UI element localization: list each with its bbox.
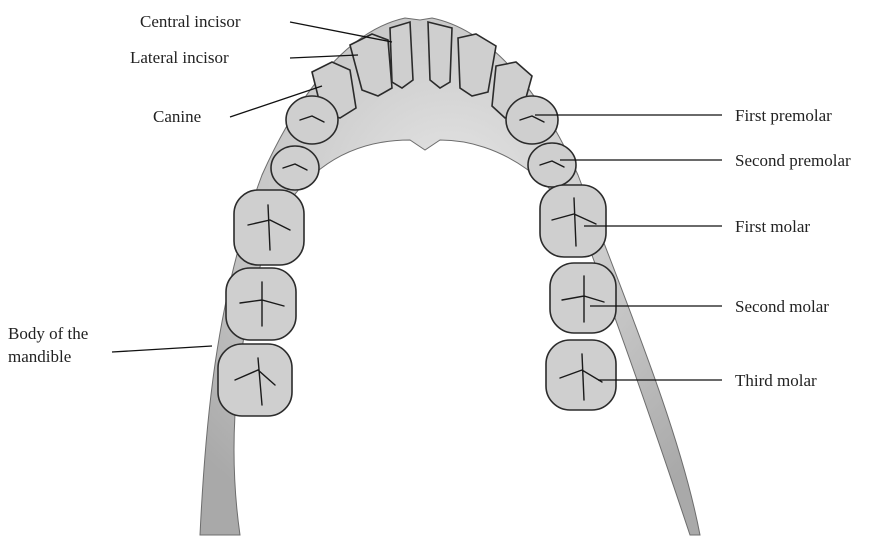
right-second-molar-tooth bbox=[550, 263, 616, 333]
label-canine: Canine bbox=[153, 107, 201, 126]
label-body-of-mandible-line2: mandible bbox=[8, 347, 71, 366]
left-second-premolar-tooth bbox=[271, 146, 319, 190]
left-second-molar-tooth bbox=[226, 268, 296, 340]
right-second-premolar-tooth bbox=[528, 143, 576, 187]
label-central-incisor: Central incisor bbox=[140, 12, 241, 31]
left-teeth bbox=[218, 22, 413, 416]
right-central-incisor-tooth bbox=[428, 22, 452, 88]
left-third-molar-tooth bbox=[218, 344, 292, 416]
label-second-premolar: Second premolar bbox=[735, 151, 851, 170]
left-central-incisor-tooth bbox=[390, 22, 413, 88]
label-first-premolar: First premolar bbox=[735, 106, 832, 125]
label-lateral-incisor: Lateral incisor bbox=[130, 48, 229, 67]
left-first-premolar-tooth bbox=[286, 96, 338, 144]
right-first-molar-tooth bbox=[540, 185, 606, 257]
label-third-molar: Third molar bbox=[735, 371, 817, 390]
label-second-molar: Second molar bbox=[735, 297, 829, 316]
label-body-of-mandible-line1: Body of the bbox=[8, 324, 88, 343]
right-first-premolar-tooth bbox=[506, 96, 558, 144]
right-third-molar-tooth bbox=[546, 340, 616, 410]
body-of-mandible-leader bbox=[112, 346, 212, 352]
label-first-molar: First molar bbox=[735, 217, 810, 236]
